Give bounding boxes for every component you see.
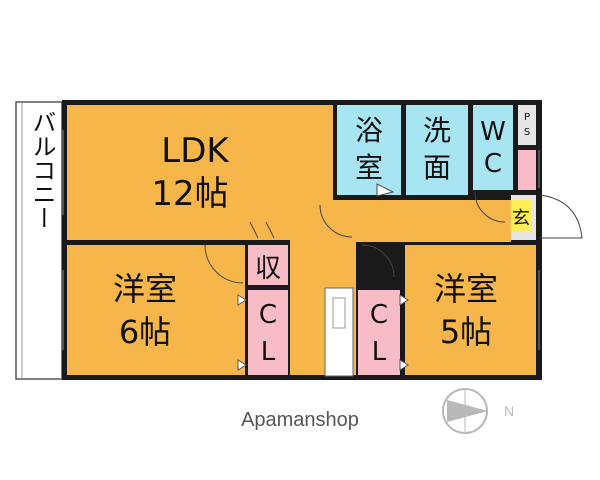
wash-label-2: 面 [423, 151, 451, 184]
ldk-size: 12帖 [151, 174, 228, 214]
balcony-label: バルコニー [28, 110, 56, 230]
watermark: Apamanshop [241, 409, 359, 431]
room-wc [473, 105, 513, 190]
closet-right-label-2: L [372, 337, 387, 367]
ps-label-2: S [524, 127, 530, 138]
wc-label-2: C [484, 149, 502, 179]
ldk-name: LDK [161, 131, 230, 171]
western5-name: 洋室 [434, 270, 498, 308]
entrance-label: 玄 [512, 208, 530, 229]
corridor [356, 200, 511, 242]
western5-size: 5帖 [440, 313, 492, 351]
room-western-5 [405, 245, 536, 375]
room-ldk [67, 105, 333, 240]
storage-label: 収 [255, 254, 281, 284]
ps-label-1: P [524, 112, 530, 123]
room-bath [337, 105, 401, 195]
bath-label-1: 浴 [355, 114, 383, 147]
western6-name: 洋室 [113, 270, 177, 308]
wash-label-1: 洗 [423, 114, 451, 147]
closet-left [248, 290, 288, 375]
room-western-6 [67, 245, 245, 375]
closet-left-label-2: L [261, 337, 276, 367]
compass-label: N [504, 403, 514, 419]
door-swings [204, 183, 583, 284]
room-ps [518, 105, 536, 145]
closet-door-marks [237, 294, 409, 371]
compass-icon [442, 388, 488, 434]
bath-label-2: 室 [355, 151, 383, 184]
wc-label-1: W [480, 117, 506, 147]
balcony [15, 101, 63, 380]
fridge-space [324, 287, 354, 377]
closet-right [358, 290, 400, 375]
closet-left-label-1: C [259, 300, 277, 330]
windows [62, 130, 540, 350]
room-wash [406, 105, 468, 195]
closet-right-label-1: C [370, 300, 388, 330]
storage [248, 245, 288, 285]
western6-size: 6帖 [119, 313, 171, 351]
